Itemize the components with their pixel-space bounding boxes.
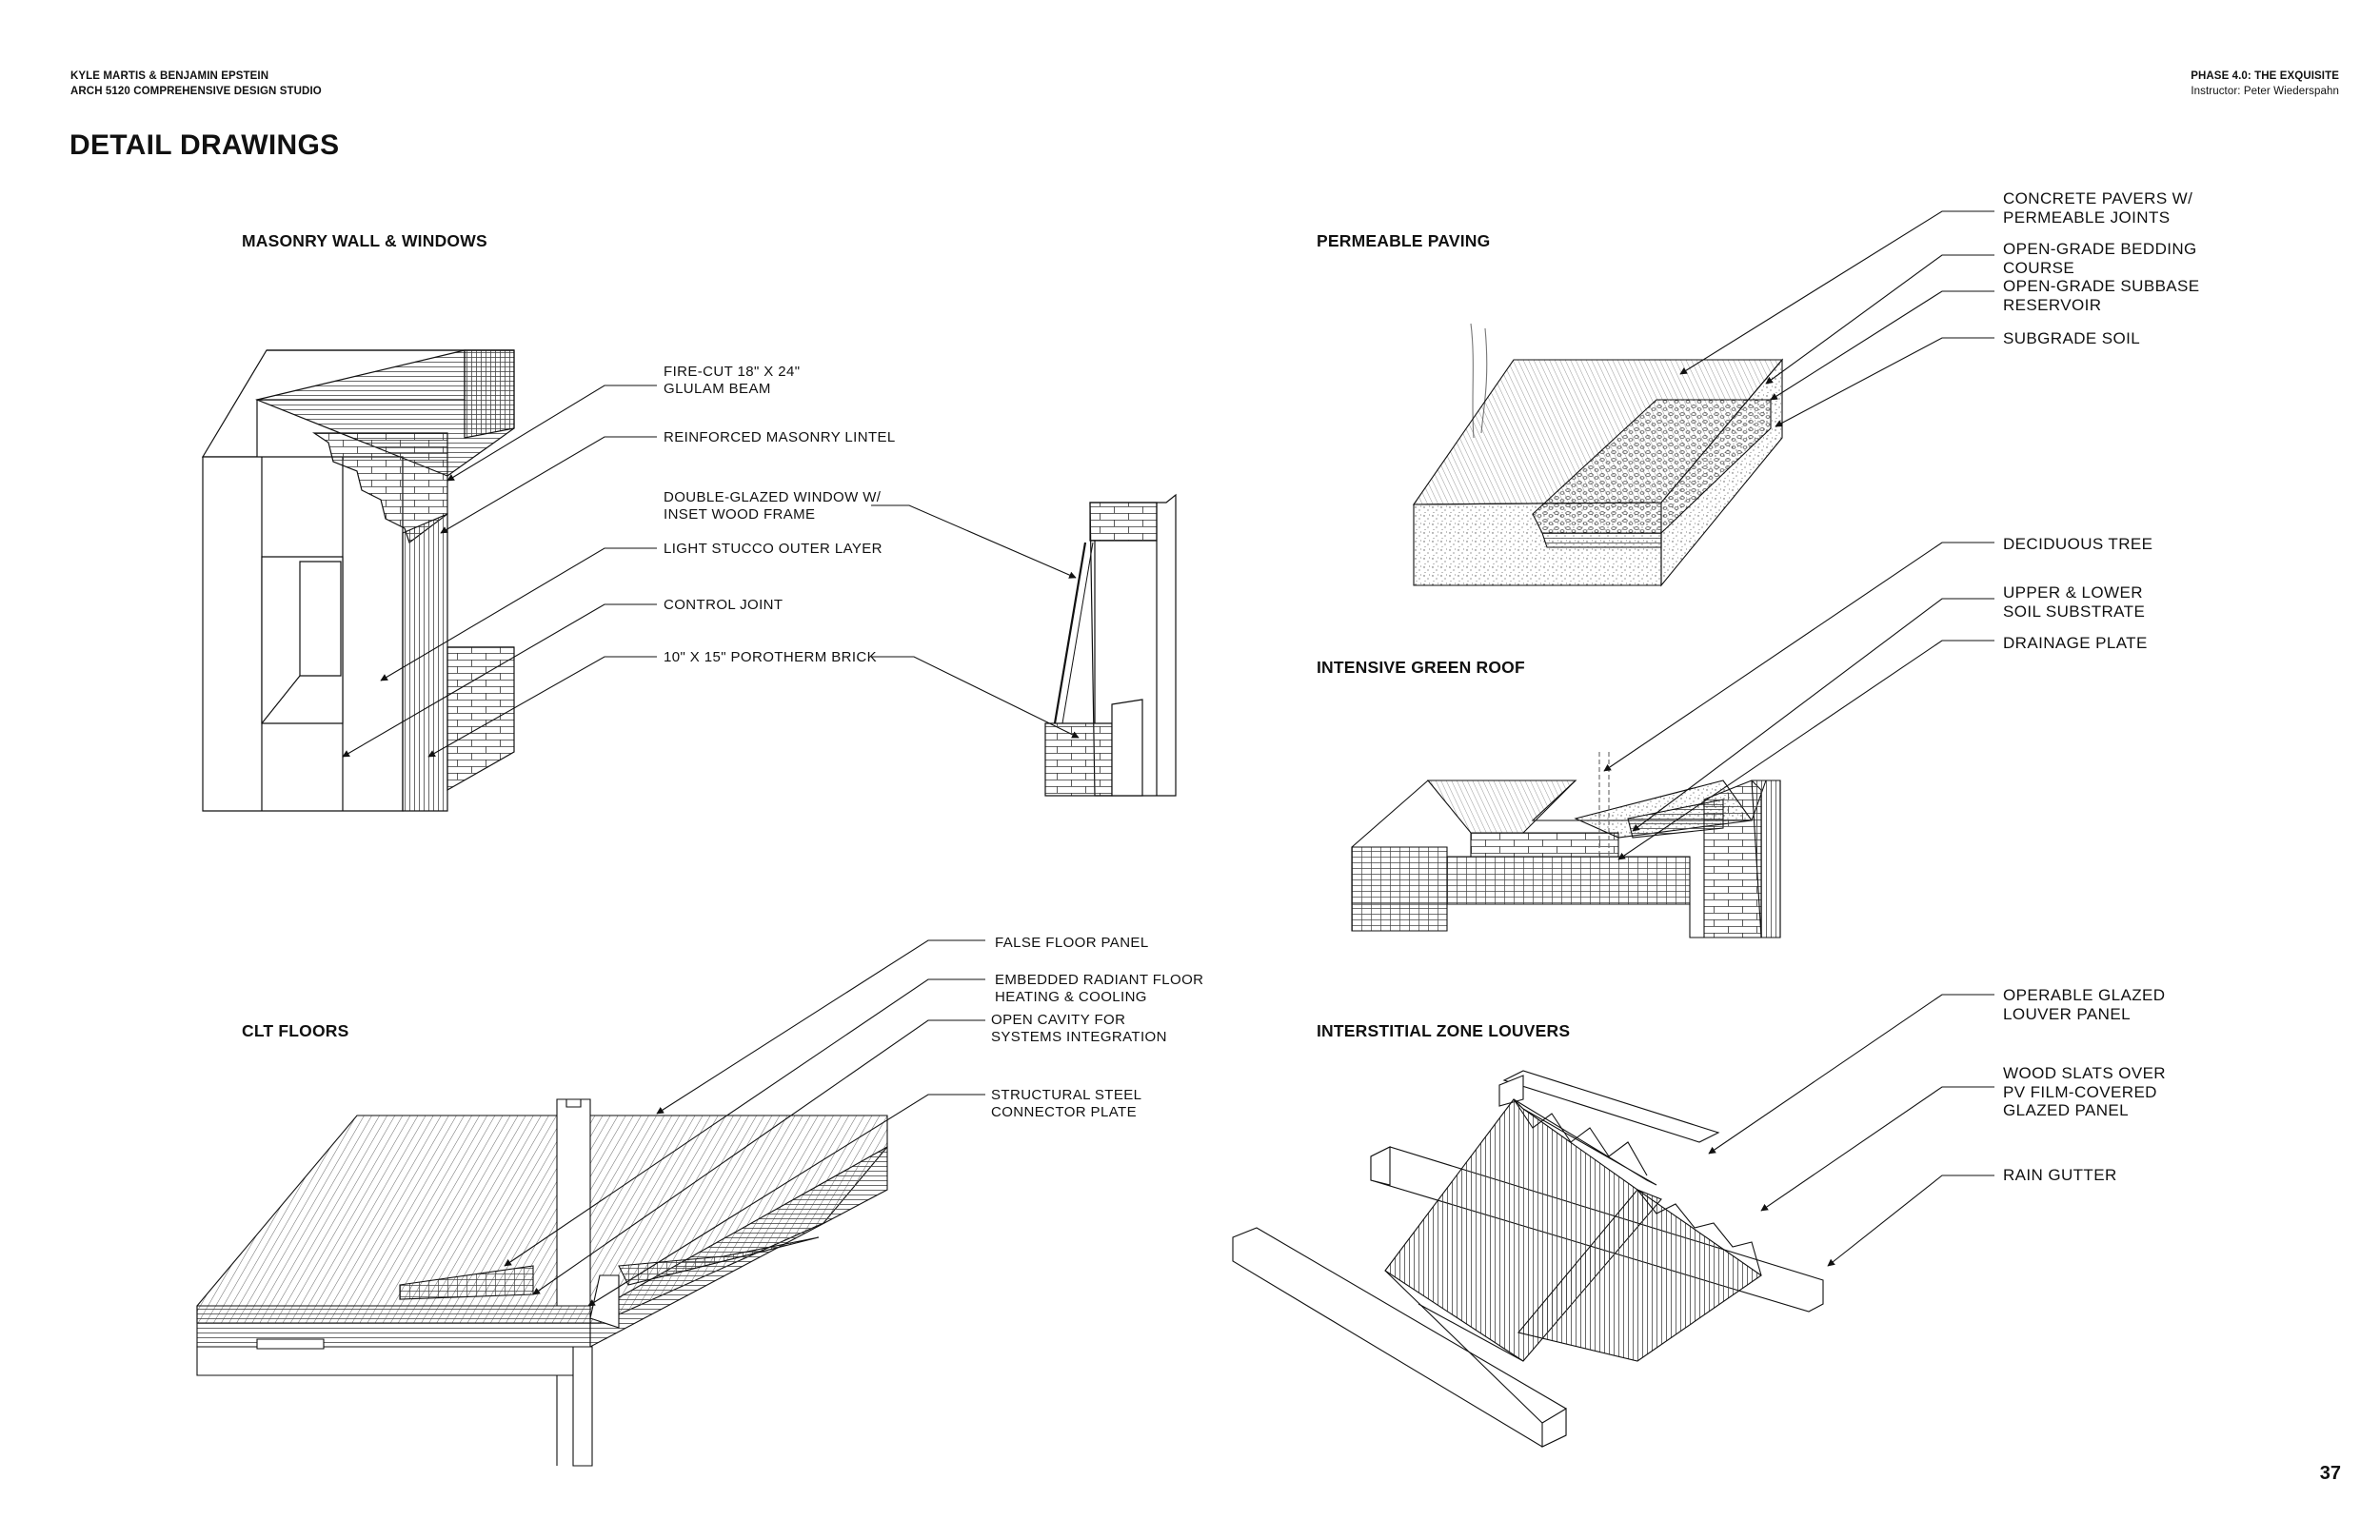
callout-double-glazed-window: DOUBLE-GLAZED WINDOW W/ INSET WOOD FRAME [664,489,882,523]
callout-open-cavity: OPEN CAVITY FOR SYSTEMS INTEGRATION [991,1012,1167,1045]
louvers-drawing [1233,1071,1823,1447]
callout-stucco-layer: LIGHT STUCCO OUTER LAYER [664,541,883,557]
author-block: KYLE MARTIS & BENJAMIN EPSTEIN ARCH 5120… [70,69,322,99]
permeable-paving-drawing [1414,324,1782,585]
callout-false-floor-panel: FALSE FLOOR PANEL [995,935,1149,951]
callout-masonry-lintel: REINFORCED MASONRY LINTEL [664,429,896,445]
authors: KYLE MARTIS & BENJAMIN EPSTEIN [70,70,269,82]
callout-subgrade-soil: SUBGRADE SOIL [2003,329,2141,347]
green-roof-drawing [1352,752,1780,938]
callout-radiant-floor: EMBEDDED RADIANT FLOOR HEATING & COOLING [995,972,1204,1005]
louver-leaders [1708,995,1994,1267]
callout-steel-connector: STRUCTURAL STEEL CONNECTOR PLATE [991,1087,1142,1120]
callout-subbase-reservoir: OPEN-GRADE SUBBASE RESERVOIR [2003,277,2200,314]
callout-concrete-pavers: CONCRETE PAVERS W/ PERMEABLE JOINTS [2003,189,2193,227]
callout-wood-slats: WOOD SLATS OVER PV FILM-COVERED GLAZED P… [2003,1064,2166,1119]
callout-glulam-beam: FIRE-CUT 18" X 24" GLULAM BEAM [664,364,801,397]
paving-title: PERMEABLE PAVING [1317,231,1491,250]
masonry-leaders [342,385,1080,757]
callout-glazed-louver: OPERABLE GLAZED LOUVER PANEL [2003,986,2166,1023]
green-roof-title: INTENSIVE GREEN ROOF [1317,658,1525,677]
louvers-title: INTERSTITIAL ZONE LOUVERS [1317,1021,1571,1040]
callout-deciduous-tree: DECIDUOUS TREE [2003,535,2153,553]
phase-block: PHASE 4.0: THE EXQUISITE Instructor: Pet… [2191,69,2339,99]
paving-leaders [1679,211,1994,426]
instructor: Instructor: Peter Wiederspahn [2191,86,2339,97]
clt-leaders [504,940,985,1306]
phase-title: PHASE 4.0: THE EXQUISITE [2191,70,2339,82]
masonry-title: MASONRY WALL & WINDOWS [242,231,487,250]
callout-drainage-plate: DRAINAGE PLATE [2003,634,2148,652]
clt-floor-drawing [197,1099,887,1466]
green-roof-leaders [1603,543,1994,859]
masonry-wall-drawing [203,350,1176,811]
callout-porotherm-brick: 10" X 15" POROTHERM BRICK [664,649,878,665]
callout-control-joint: CONTROL JOINT [664,597,783,613]
callout-rain-gutter: RAIN GUTTER [2003,1166,2117,1184]
page-number: 37 [2319,1463,2341,1484]
callout-bedding-course: OPEN-GRADE BEDDING COURSE [2003,240,2197,277]
page-title: DETAIL DRAWINGS [69,129,340,161]
clt-title: CLT FLOORS [242,1021,349,1040]
callout-soil-substrate: UPPER & LOWER SOIL SUBSTRATE [2003,583,2146,621]
course-name: ARCH 5120 COMPREHENSIVE DESIGN STUDIO [70,86,322,97]
